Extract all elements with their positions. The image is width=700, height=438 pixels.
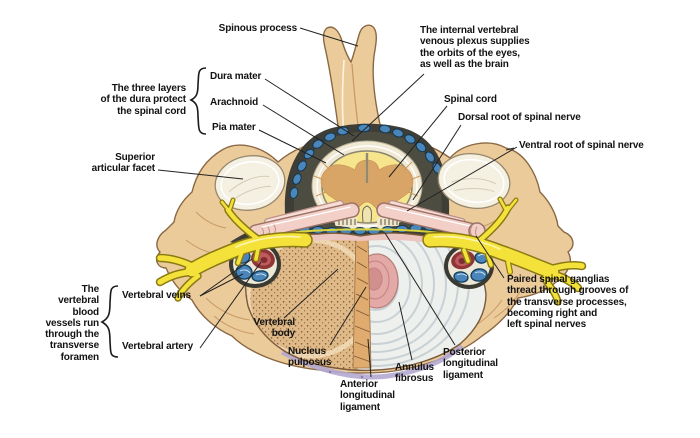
line-ganglias bbox=[475, 235, 505, 279]
line-anterior-ligament bbox=[367, 338, 372, 378]
anterior-longitudinal-ligament-shape bbox=[280, 344, 464, 380]
line-ventral-root bbox=[406, 146, 518, 212]
label-superior-articular-facet: Superior articular facet bbox=[91, 152, 155, 175]
line-artery bbox=[199, 261, 262, 349]
brace-vertebral-vessels bbox=[100, 285, 119, 358]
line-veins-b bbox=[199, 258, 253, 297]
label-dura-layers-note: The three layers of the dura protect the… bbox=[100, 83, 187, 117]
leader-lines bbox=[157, 27, 518, 378]
label-vertebral-vessels-note: The vertebral blood vessels run through … bbox=[45, 284, 99, 363]
label-dura-mater: Dura mater bbox=[210, 71, 262, 82]
brace-dura-layers bbox=[189, 67, 207, 135]
nerve-root-right bbox=[376, 200, 486, 240]
line-dorsal-root bbox=[412, 124, 462, 201]
line-dura-mater bbox=[264, 78, 355, 137]
spinal-nerve-right bbox=[422, 196, 587, 306]
label-posterior-longitudinal-ligament: Posterior longitudinal ligament bbox=[443, 347, 498, 381]
gray-matter-butterfly bbox=[320, 159, 414, 214]
label-vertebral-body: Vertebral body bbox=[253, 317, 296, 340]
line-facet bbox=[157, 169, 244, 180]
superior-articular-facet-left bbox=[214, 155, 286, 211]
label-internal-plexus-note: The internal vertebral venous plexus sup… bbox=[420, 25, 530, 70]
label-paired-ganglias-note: Paired spinal ganglias thread through gr… bbox=[507, 274, 629, 331]
label-nucleus-pulposus: Nucleus pulposus bbox=[288, 346, 332, 369]
line-spinous-process bbox=[299, 27, 359, 47]
line-ventral-root-dash bbox=[505, 147, 515, 151]
label-arachnoid: Arachnoid bbox=[210, 97, 259, 108]
line-arachnoid bbox=[262, 104, 345, 156]
label-dorsal-root: Dorsal root of spinal nerve bbox=[458, 112, 581, 123]
label-vertebral-veins: Vertebral veins bbox=[122, 290, 191, 301]
line-veins-a bbox=[199, 273, 244, 297]
label-pia-mater: Pia mater bbox=[212, 122, 256, 133]
line-spinal-cord bbox=[388, 105, 448, 178]
spinal-nerve-left bbox=[155, 197, 313, 302]
line-posterior-ligament bbox=[384, 232, 456, 346]
line-nucleus bbox=[329, 286, 367, 346]
label-ventral-root: Ventral root of spinal nerve bbox=[519, 140, 644, 151]
transverse-foramen-right bbox=[444, 243, 494, 289]
label-annulus-fibrosus: Annulus fibrosus bbox=[395, 362, 434, 385]
braces bbox=[100, 67, 207, 358]
line-vertebral-body bbox=[283, 268, 339, 319]
label-anterior-longitudinal-ligament: Anterior longitudinal ligament bbox=[340, 379, 395, 413]
line-pia-mater bbox=[258, 129, 327, 164]
label-spinal-cord: Spinal cord bbox=[444, 94, 497, 105]
label-vertebral-artery: Vertebral artery bbox=[122, 341, 193, 352]
line-internal-plexus bbox=[351, 73, 425, 142]
superior-articular-facet-right bbox=[437, 153, 511, 209]
line-annulus bbox=[398, 301, 413, 361]
label-spinous-process: Spinous process bbox=[218, 23, 297, 34]
nerve-root-left bbox=[248, 200, 360, 240]
